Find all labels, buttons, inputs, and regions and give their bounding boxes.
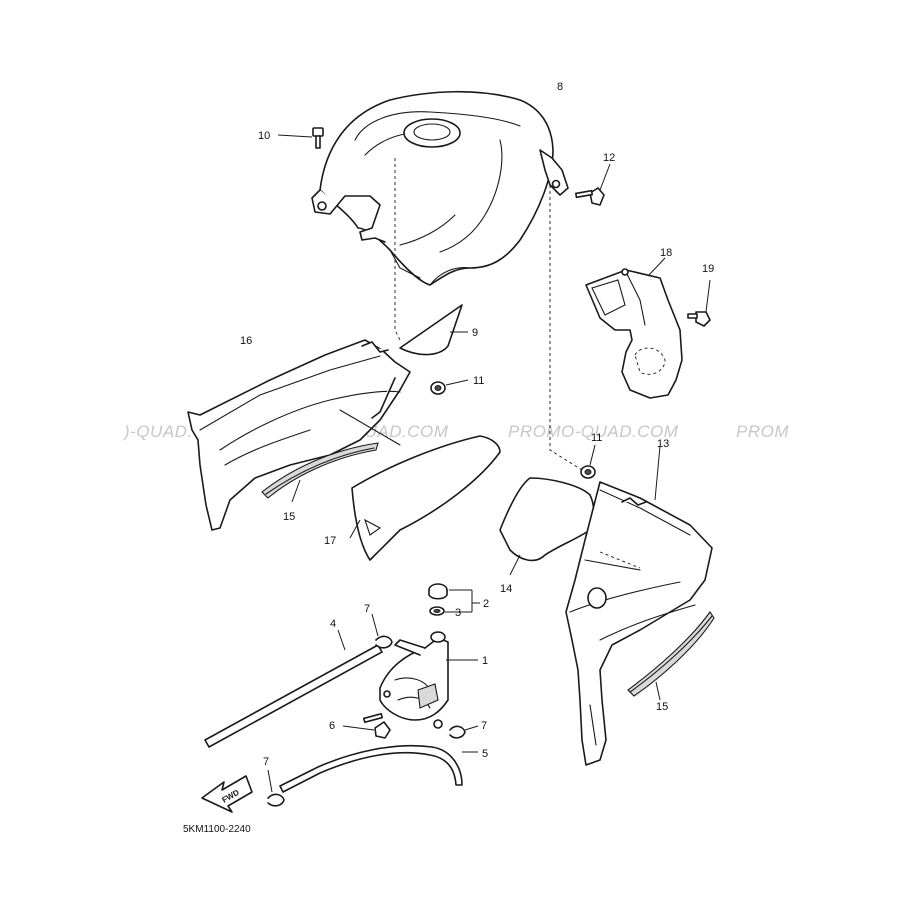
part-6-bolt [342, 712, 391, 739]
part-7-clip-b [449, 725, 479, 739]
callout-7-b: 7 [481, 720, 487, 732]
callout-7-c: 7 [263, 756, 269, 768]
callout-15-a: 15 [283, 511, 295, 523]
callout-18: 18 [660, 247, 672, 259]
part-13-right-cover [565, 445, 713, 766]
callout-6: 6 [329, 720, 335, 732]
part-11-grommet-a [430, 379, 469, 395]
part-19-bolt [687, 279, 711, 327]
callout-14: 14 [500, 583, 512, 595]
callout-17: 17 [324, 535, 336, 547]
part-12-bolt [574, 163, 611, 206]
callout-11-a: 11 [473, 375, 484, 387]
callout-2: 2 [483, 598, 489, 610]
callout-9: 9 [472, 327, 478, 339]
callout-5: 5 [482, 748, 488, 760]
callouts: 8 10 12 18 19 9 16 11 11 13 15 17 14 2 3… [240, 81, 714, 768]
part-5-breather-hose [279, 744, 478, 793]
part-17-decal [349, 435, 501, 561]
part-15-trim-left [261, 442, 379, 503]
callout-1: 1 [482, 655, 488, 667]
part-16-left-cover [187, 339, 411, 531]
part-9-panel [399, 304, 468, 356]
diagram-code: 5KM1100-2240 [183, 824, 251, 835]
callout-16: 16 [240, 335, 252, 347]
watermark-text-4: PROM [736, 422, 789, 441]
callout-3: 3 [455, 607, 461, 619]
callout-7-a: 7 [364, 603, 370, 615]
callout-8: 8 [557, 81, 563, 93]
callout-19: 19 [702, 263, 714, 275]
watermark-text-3: PROMO-QUAD.COM [508, 422, 679, 441]
callout-10: 10 [258, 130, 270, 142]
callout-4: 4 [330, 618, 336, 630]
part-1-reservoir [379, 631, 478, 729]
part-3-gasket [429, 606, 472, 616]
part-2-cap [428, 583, 480, 612]
callout-12: 12 [603, 152, 615, 164]
part-7-clip-c [267, 769, 285, 807]
part-18-air-duct [585, 257, 683, 399]
part-8-tank-cover [311, 90, 569, 341]
callout-13: 13 [657, 438, 669, 450]
part-4-hose [204, 629, 383, 748]
part-7-clip-a [371, 613, 393, 649]
part-11-grommet-b [549, 185, 596, 479]
callout-15-b: 15 [656, 701, 668, 713]
fwd-arrow-icon: FWD [201, 775, 253, 813]
callout-11-b: 11 [591, 432, 602, 444]
part-10-screw [277, 127, 324, 149]
part-15-trim-right [627, 611, 715, 701]
